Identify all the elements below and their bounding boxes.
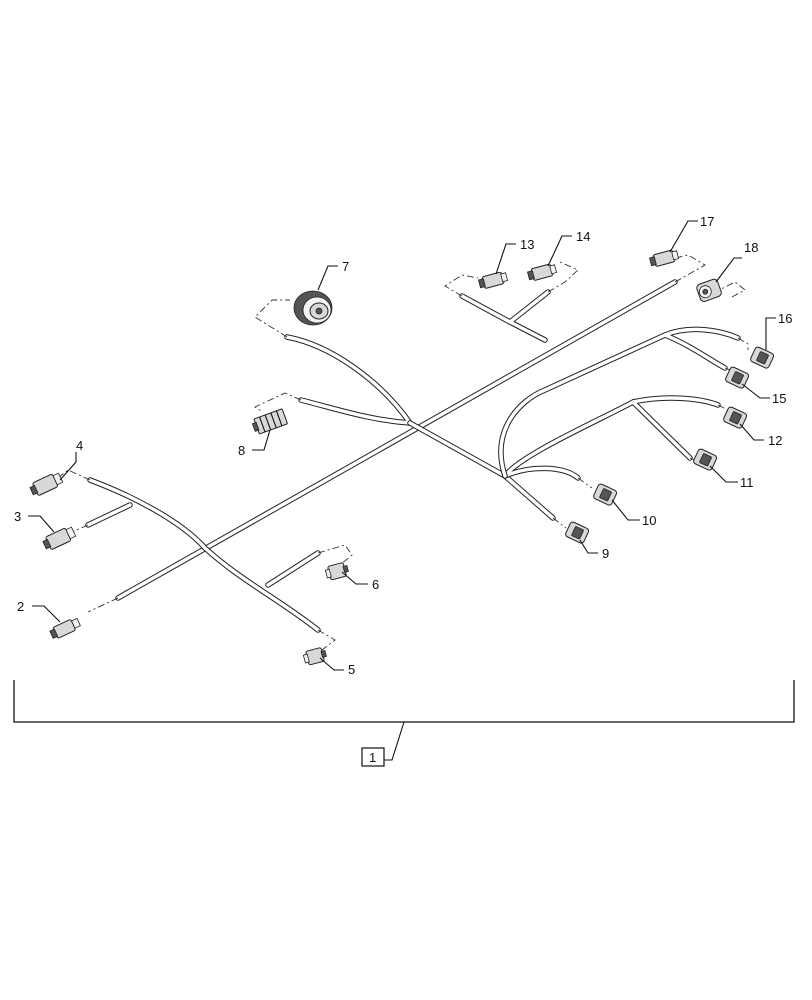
connector-14 — [526, 263, 558, 281]
branch-wire-10-11-12 — [502, 395, 721, 481]
main-trunk-wire — [115, 279, 678, 601]
connector-3 — [42, 526, 77, 550]
connector-9 — [565, 521, 590, 544]
callout-13: 13 — [520, 237, 534, 252]
connector-10 — [593, 483, 618, 506]
branch-wire-7-8 — [284, 334, 413, 426]
callout-9: 9 — [602, 546, 609, 561]
connector-dash-lines — [57, 254, 749, 651]
branch-wire-15-16-18 — [498, 326, 741, 479]
callout-2: 2 — [17, 599, 24, 614]
callout-6: 6 — [372, 577, 379, 592]
connector-13 — [477, 271, 509, 289]
connector-4 — [29, 472, 64, 496]
callout-18: 18 — [744, 240, 758, 255]
callout-3: 3 — [14, 509, 21, 524]
branch-wire-6 — [265, 550, 321, 588]
callout-11: 11 — [740, 475, 754, 490]
connector-15 — [725, 366, 750, 389]
assembly-number-box — [361, 747, 385, 767]
branch-wire-4-5 — [87, 477, 321, 633]
leader-lines — [28, 220, 776, 671]
callout-12: 12 — [768, 433, 782, 448]
callout-14: 14 — [576, 229, 590, 244]
branch-wire-13-14 — [459, 289, 551, 343]
assembly-bracket: 1 — [13, 680, 795, 767]
connector-5 — [302, 647, 327, 666]
connector-18 — [696, 278, 722, 302]
assembly-number: 1 — [369, 750, 376, 765]
connector-7 — [293, 290, 333, 326]
callout-4: 4 — [76, 438, 83, 453]
callout-17: 17 — [700, 214, 714, 229]
connector-11 — [693, 448, 718, 471]
callout-16: 16 — [778, 311, 792, 326]
callout-7: 7 — [342, 259, 349, 274]
connector-6 — [324, 562, 349, 581]
connector-2 — [49, 617, 81, 639]
callout-10: 10 — [642, 513, 656, 528]
callout-5: 5 — [348, 662, 355, 677]
callout-8: 8 — [238, 443, 245, 458]
callout-numbers: 2 3 4 5 6 7 8 9 10 11 12 13 14 15 16 17 … — [14, 214, 792, 677]
connector-17 — [648, 249, 680, 267]
connector-12 — [723, 406, 748, 429]
callout-15: 15 — [772, 391, 786, 406]
branch-wire-3 — [85, 502, 133, 528]
harness-wires — [85, 279, 741, 633]
connector-8 — [251, 408, 288, 435]
connector-16 — [750, 346, 775, 369]
